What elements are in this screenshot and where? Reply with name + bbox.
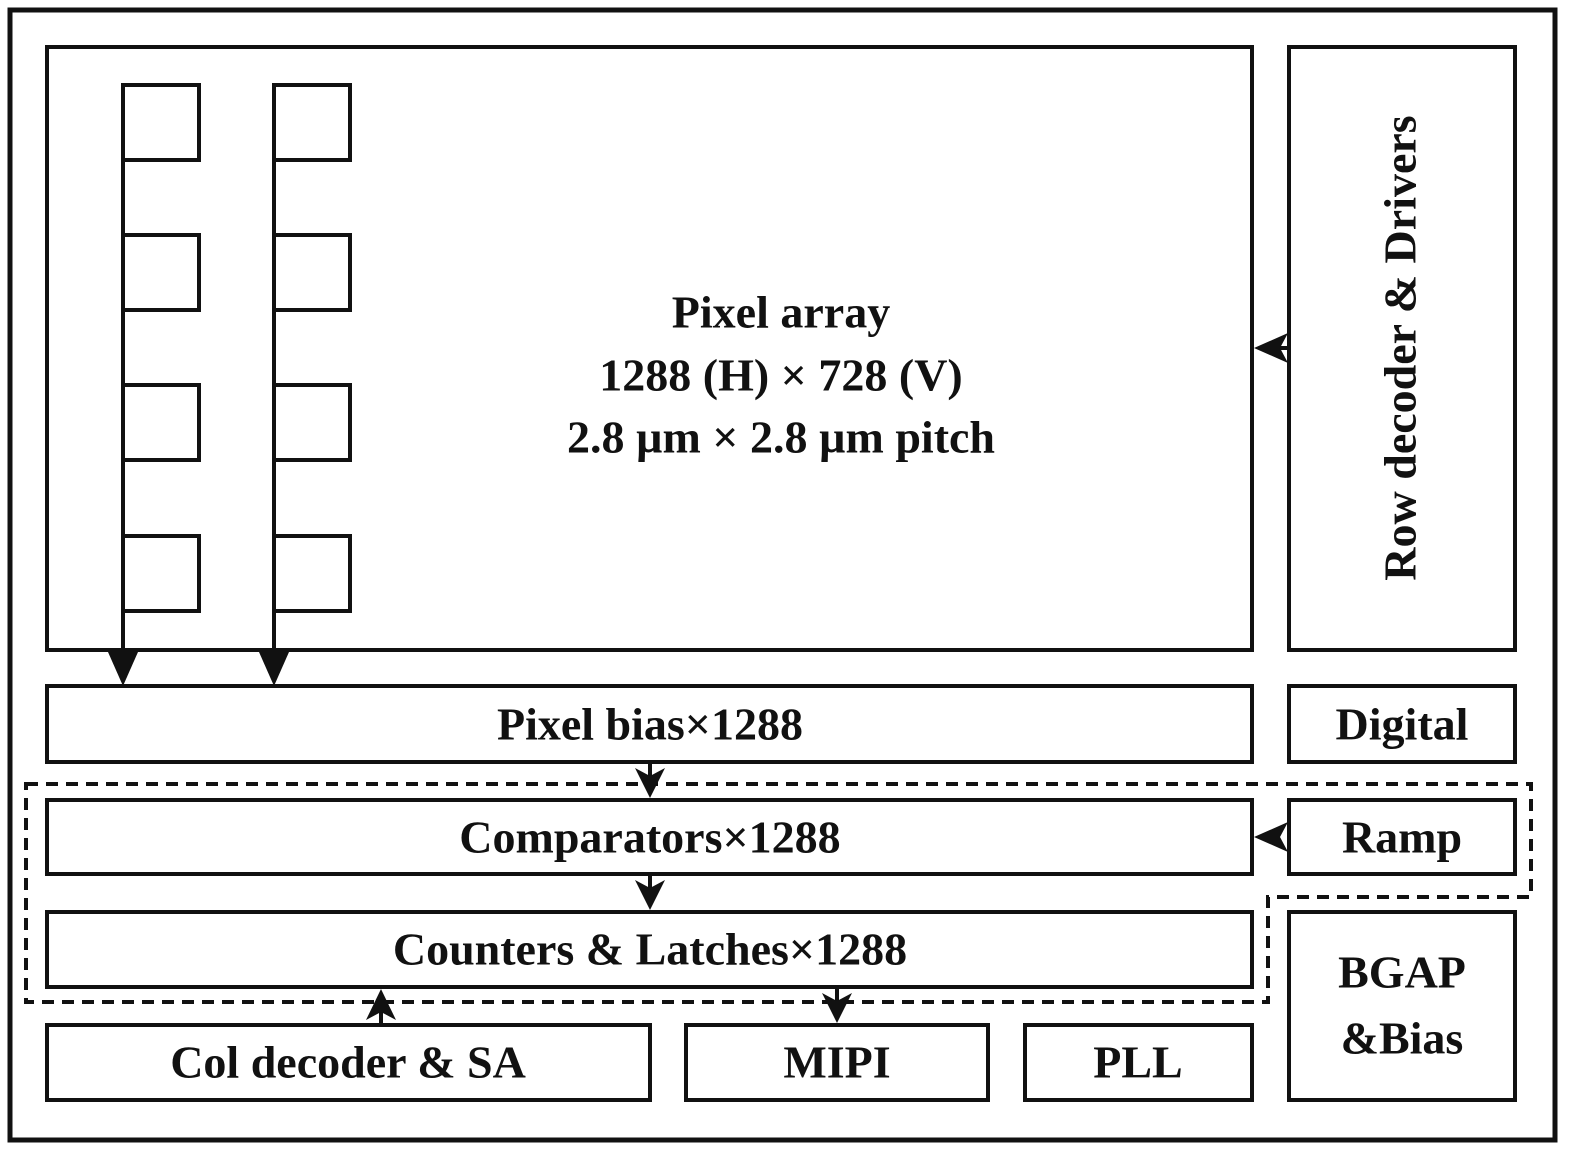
digital-block: [1287, 684, 1517, 764]
arrow-down-icon: [259, 652, 289, 686]
arrow-down-icon: [635, 768, 665, 798]
arrow-down-icon: [108, 652, 138, 686]
mipi-block: [684, 1023, 990, 1102]
arrow-down-icon: [822, 993, 852, 1023]
arrow-down-icon: [635, 880, 665, 910]
col-decoder-block: [45, 1023, 652, 1102]
ramp-label: Ramp: [1342, 812, 1462, 863]
bias-label: &Bias: [1341, 1013, 1464, 1064]
comparators-block: [45, 798, 1254, 876]
pll-label: PLL: [1093, 1037, 1182, 1088]
ramp-block: [1287, 798, 1517, 876]
comparators-label: Comparators×1288: [459, 812, 840, 863]
row-decoder-block: [1287, 45, 1517, 652]
row-decoder-label: Row decoder & Drivers: [1375, 115, 1426, 580]
arrow-up-icon: [366, 989, 396, 1020]
pixel-cell: [272, 534, 352, 613]
pixel-cell: [121, 233, 201, 312]
pixel-cell: [121, 383, 201, 462]
arrow-left-icon: [1254, 333, 1288, 363]
adc-region-dashed: [24, 782, 1533, 1004]
pixel-cell: [272, 83, 352, 162]
mipi-label: MIPI: [783, 1037, 890, 1088]
col-decoder-label: Col decoder & SA: [170, 1037, 526, 1088]
pixel-columns: [108, 83, 352, 686]
pixel-array-block: [45, 45, 1254, 652]
counters-label: Counters & Latches×1288: [393, 924, 907, 975]
pixel-cell: [121, 534, 201, 613]
bgap-bias-block: [1287, 910, 1517, 1102]
pixel-cell: [272, 383, 352, 462]
pixel-bias-label: Pixel bias×1288: [497, 699, 803, 750]
pixel-cell: [121, 83, 201, 162]
digital-label: Digital: [1336, 699, 1469, 750]
pixel-array-pitch: 2.8 µm × 2.8 µm pitch: [567, 412, 995, 463]
arrow-left-icon: [1254, 822, 1288, 852]
chip-outline: [7, 7, 1558, 1143]
counters-latches-block: [45, 910, 1254, 989]
pixel-bias-block: [45, 684, 1254, 764]
bgap-label: BGAP: [1338, 947, 1466, 998]
pixel-array-resolution: 1288 (H) × 728 (V): [599, 350, 963, 401]
pixel-cell: [272, 233, 352, 312]
pll-block: [1023, 1023, 1254, 1102]
pixel-array-title: Pixel array: [672, 287, 890, 338]
